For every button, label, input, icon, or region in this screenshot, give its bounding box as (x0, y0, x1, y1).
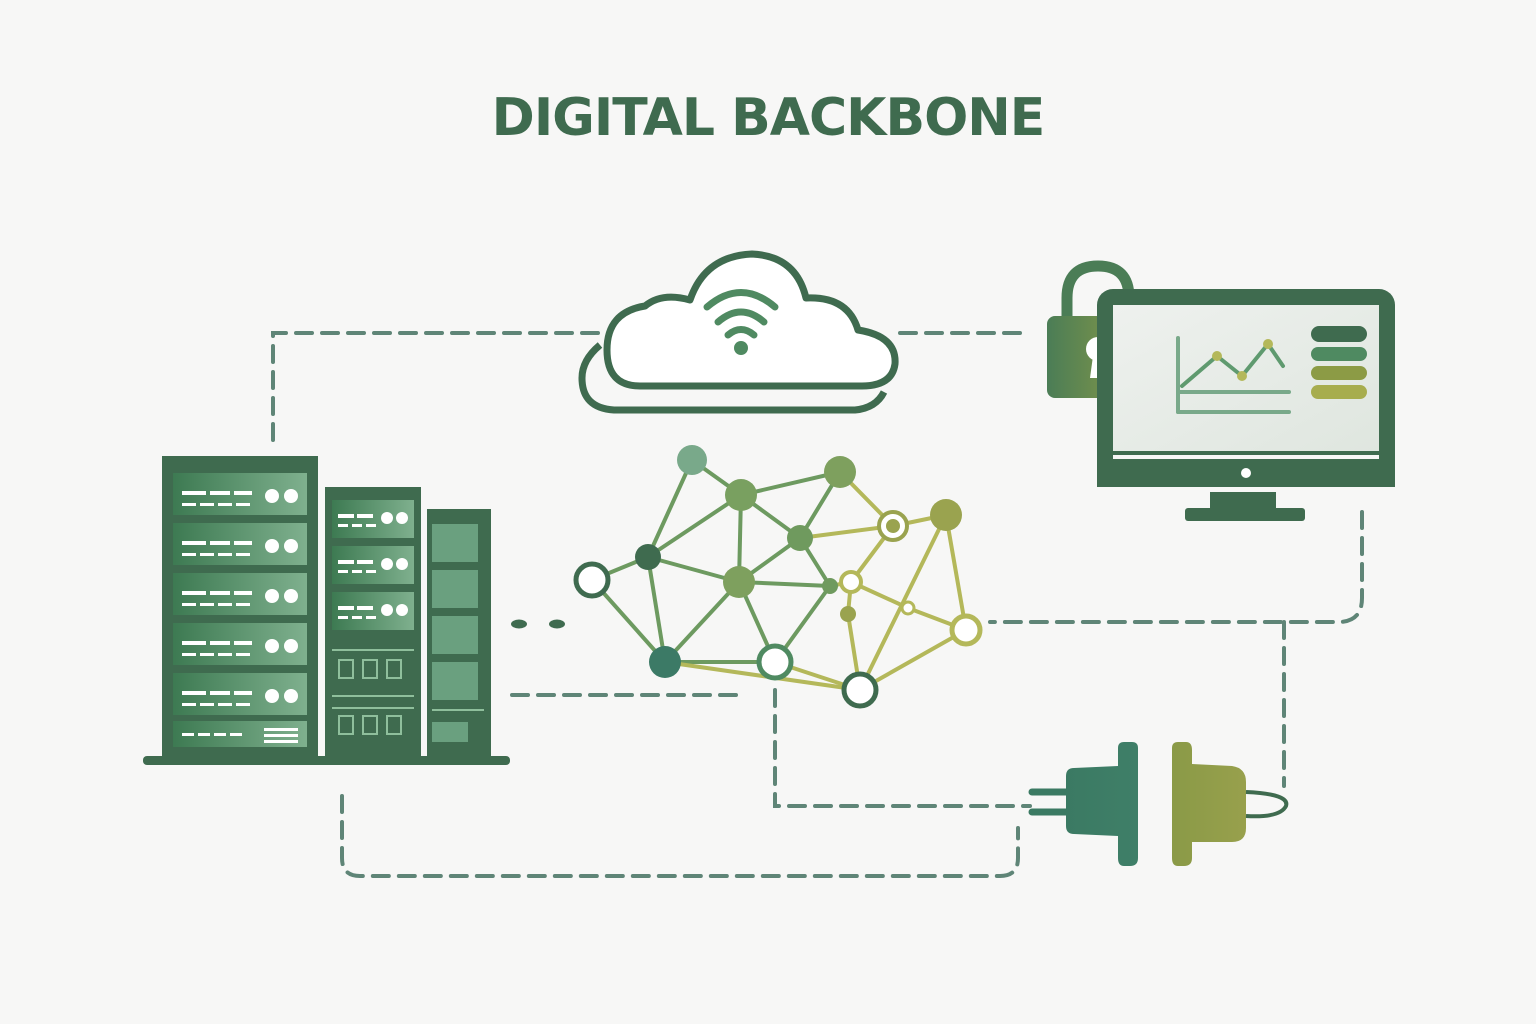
connector-lines (271, 331, 1364, 878)
network-mesh-icon (573, 445, 983, 709)
connector-servers-to-cloud (271, 331, 602, 442)
plug-left (1066, 742, 1138, 866)
mesh-nodes (573, 445, 983, 709)
database-icon (1311, 326, 1367, 399)
plug-right (1172, 742, 1246, 866)
tall-rack-indicators (182, 489, 298, 743)
plug-cable-loop (1245, 790, 1289, 819)
cloud-back-outline (578, 342, 888, 414)
monitor-power-dot (1241, 468, 1251, 478)
monitor-neck (1210, 492, 1276, 508)
cloud-outline (603, 250, 899, 390)
power-plug-icon (1028, 742, 1289, 866)
connector-monitor-to-network (988, 510, 1364, 624)
padlock-shackle (1061, 260, 1135, 320)
monitor-dashboard-icon (1097, 289, 1395, 521)
narrow-rack-units (432, 524, 478, 742)
middle-rack-slots (332, 649, 414, 735)
middle-rack-units (332, 500, 414, 746)
mesh-links-olive (663, 470, 968, 692)
wifi-icon (703, 289, 779, 339)
connector-dots (511, 619, 565, 629)
mesh-links-green (590, 458, 842, 664)
connector-network-to-plug (773, 688, 1032, 808)
diagram-title: DIGITAL BACKBONE (491, 88, 1046, 148)
connector-bottom-loop (340, 794, 1020, 878)
monitor-stand (1185, 508, 1305, 521)
server-rack-icon (143, 456, 510, 765)
cloud-wifi-icon (578, 250, 899, 414)
monitor-bezel-bottom (1113, 455, 1379, 459)
middle-rack-indicators (338, 512, 408, 619)
